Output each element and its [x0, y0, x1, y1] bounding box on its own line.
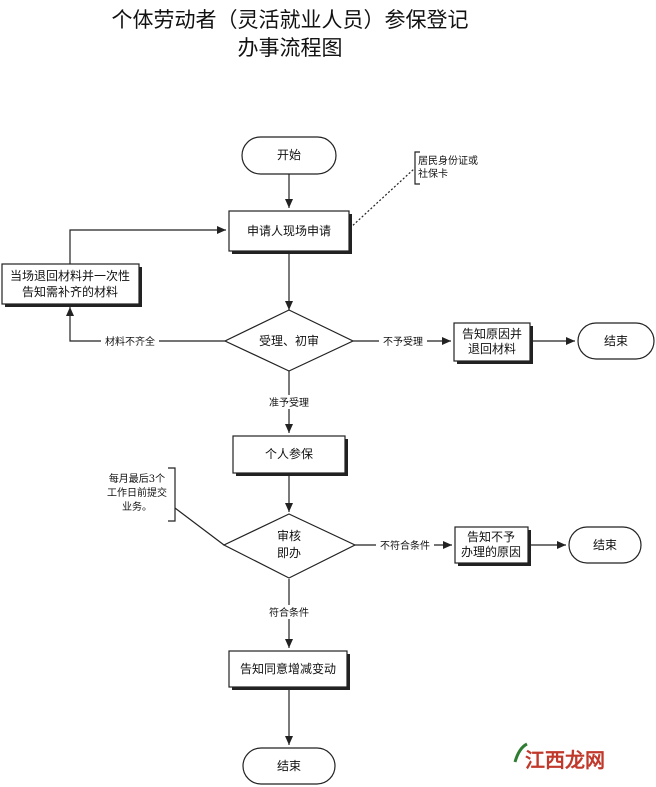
- end-1-label: 结束: [604, 334, 628, 348]
- enroll-label: 个人参保: [265, 446, 313, 461]
- end-terminal-2: [568, 526, 642, 564]
- edge-label-incomplete: 材料不齐全: [105, 335, 155, 348]
- deny-notice-line-1: 告知不予: [467, 530, 515, 544]
- note-deadline-line-3: 业务。: [122, 500, 152, 513]
- return-materials-box: [1, 263, 140, 305]
- edge-label-not-qualified: 不符合条件: [380, 539, 430, 552]
- note-connector-id-card: [349, 167, 416, 229]
- review-label: 受理、初审: [259, 333, 319, 348]
- edge-label-bg-accepted: [262, 395, 316, 409]
- note-deadline-line-1: 每月最后3个: [109, 472, 165, 485]
- edge-label-bg-qualified: [262, 605, 316, 619]
- reject-notice-line-2: 退回材料: [468, 342, 516, 356]
- return-materials-line-2: 告知需补齐的材料: [22, 284, 118, 299]
- page-title-line-2: 办事流程图: [237, 36, 343, 60]
- edge-return-apply: [69, 226, 226, 264]
- note-bracket-id-card: [414, 151, 420, 185]
- notify-change-box: [228, 650, 348, 688]
- watermark-leaf-icon: [513, 742, 528, 763]
- note-deadline-line-2: 工作日前提交: [107, 486, 167, 499]
- end-2-label: 结束: [593, 538, 617, 552]
- notify-change-label: 告知同意增减变动: [240, 661, 336, 676]
- audit-line-2: 即办: [277, 545, 301, 560]
- note-id-card-line-1: 居民身份证或: [418, 154, 478, 167]
- note-id-card-line-2: 社保卡: [418, 167, 448, 180]
- deny-notice-line-2: 办理的原因: [461, 544, 521, 559]
- apply-label: 申请人现场申请: [247, 224, 331, 238]
- edge-label-bg-not-accepted: [379, 334, 427, 348]
- edge-label-not-accepted: 不予受理: [383, 336, 423, 348]
- return-materials-line-1: 当场退回材料并一次性: [10, 269, 130, 283]
- edge-label-bg-not-qualified: [376, 538, 434, 552]
- apply-box: [228, 210, 350, 252]
- reject-notice-line-1: 告知原因并: [462, 327, 522, 341]
- audit-decision: [222, 513, 357, 579]
- note-connector-deadline: [174, 507, 225, 546]
- end-3-label: 结束: [277, 759, 301, 773]
- watermark-logo: 江西龙网: [513, 742, 605, 772]
- review-decision: [223, 309, 355, 372]
- edge-label-qualified: 符合条件: [269, 606, 309, 619]
- page-title-line-1: 个体劳动者（灵活就业人员）参保登记: [111, 8, 469, 32]
- start-terminal: [241, 136, 337, 175]
- note-bracket-deadline: [168, 467, 176, 522]
- enroll-box: [232, 435, 346, 474]
- start-label: 开始: [277, 148, 301, 162]
- end-terminal-3: [242, 747, 336, 785]
- edge-label-bg-incomplete: [101, 334, 159, 348]
- deny-notice-box: [454, 526, 529, 564]
- end-terminal-1: [577, 322, 655, 360]
- watermark-text: 江西龙网: [525, 748, 605, 772]
- reject-notice-box: [453, 322, 531, 362]
- audit-line-1: 审核: [277, 528, 301, 543]
- edge-label-accepted: 准予受理: [269, 397, 309, 409]
- edge-review-return: [66, 307, 225, 342]
